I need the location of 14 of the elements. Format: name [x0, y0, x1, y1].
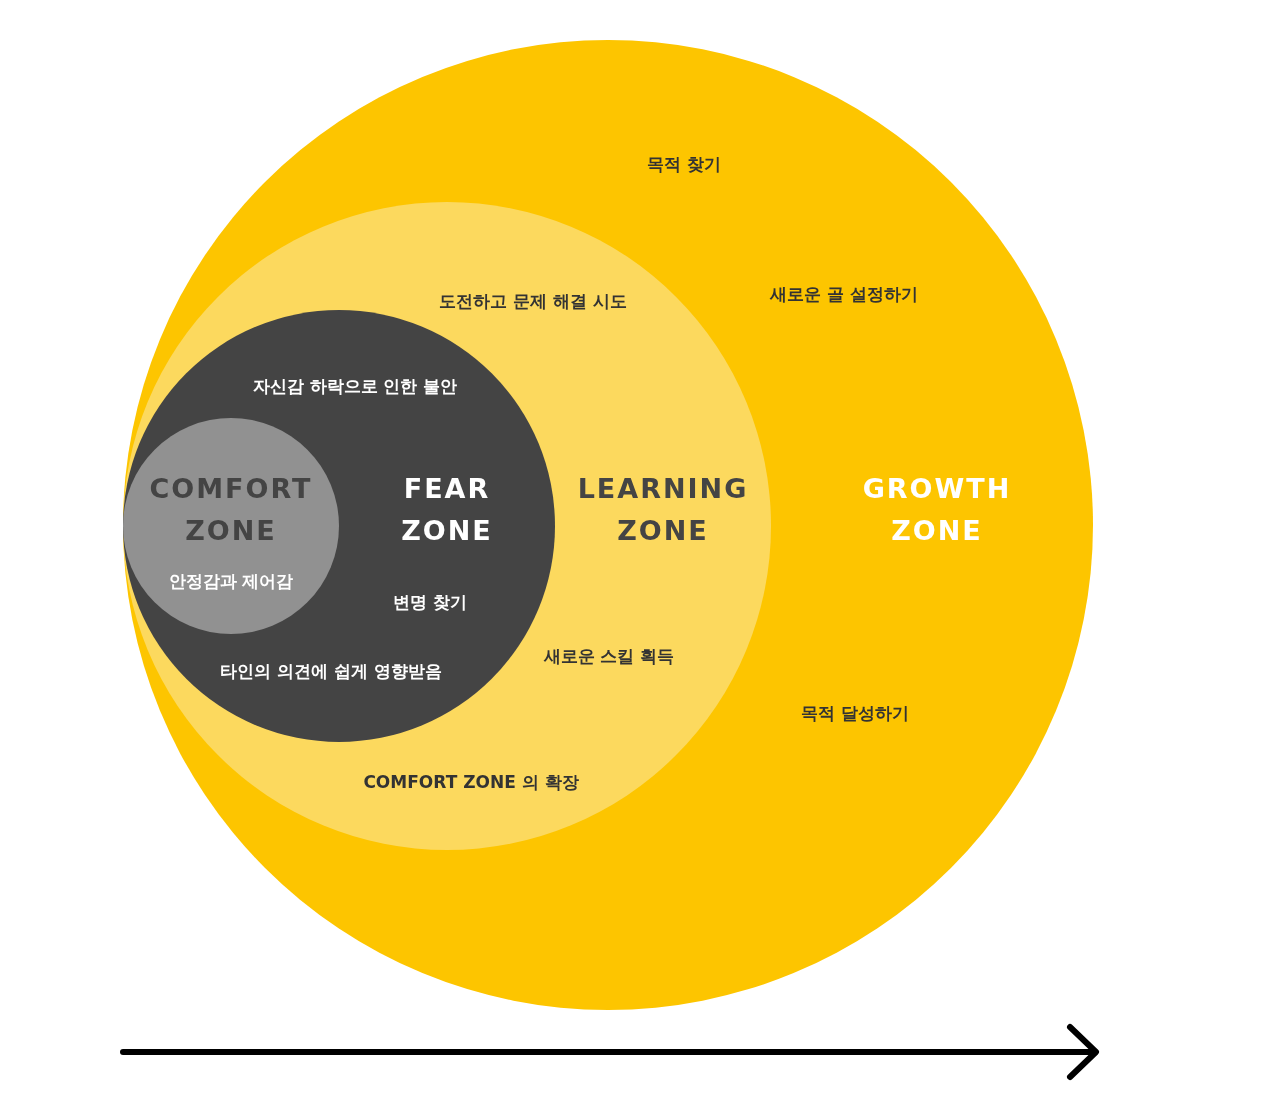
zone-title: LEARNING ZONE — [577, 472, 749, 548]
zone-note: 안정감과 제어감 — [168, 569, 294, 593]
zone-note: 도전하고 문제 해결 시도 — [439, 289, 627, 313]
zone-note: 목적 달성하기 — [801, 701, 909, 725]
zone-note: 새로운 스킬 획득 — [543, 644, 675, 668]
zone-note: 새로운 골 설정하기 — [770, 282, 918, 306]
zone-note: 타인의 의견에 쉽게 영향받음 — [220, 659, 442, 683]
zone-title: COMFORT ZONE — [149, 472, 313, 548]
zone-note: 자신감 하락으로 인한 불안 — [252, 374, 458, 398]
zone-note: COMFORT ZONE 의 확장 — [363, 770, 579, 794]
zone-note: 변명 찾기 — [393, 590, 467, 614]
zone-title: GROWTH ZONE — [862, 472, 1012, 548]
zone-note: 목적 찾기 — [647, 152, 721, 176]
zone-title: FEAR ZONE — [401, 472, 493, 548]
